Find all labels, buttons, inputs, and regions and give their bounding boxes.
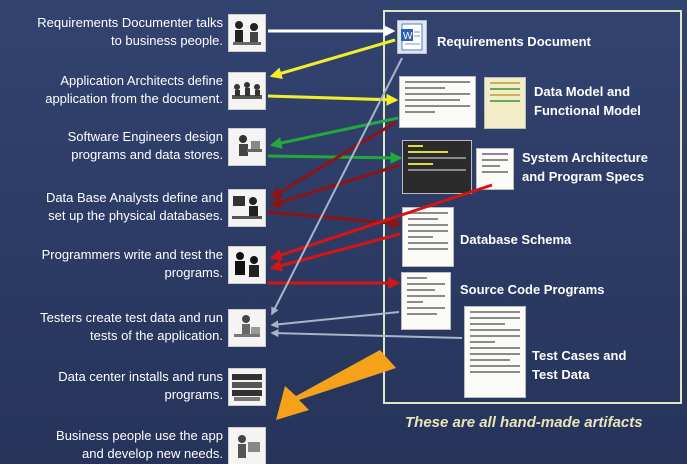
artifact-requirements-document: Requirements Document <box>437 34 591 49</box>
arrow-requirements-to-testers <box>271 57 403 316</box>
arrow-architecture-to-dba <box>269 163 401 208</box>
business-user-icon <box>228 427 266 464</box>
functional-model-document <box>484 77 526 129</box>
artifact-database-schema: Database Schema <box>460 232 572 247</box>
arrow-testcases-to-testers <box>270 329 463 339</box>
meeting-people-icon <box>228 14 266 52</box>
svg-text:W: W <box>403 31 413 42</box>
artifacts-panel <box>383 10 682 404</box>
arrow-schema-to-programmers <box>269 232 401 272</box>
test-cases-document <box>464 306 526 398</box>
arrow-architects-to-data-model <box>267 93 399 106</box>
word-document-icon: W <box>397 20 427 54</box>
engineer-desk-icon <box>228 128 266 166</box>
artifact-source-code: Source Code Programs <box>460 282 605 297</box>
programmers-icon <box>228 246 266 284</box>
footer-note: These are all hand-made artifacts <box>405 414 643 431</box>
arrow-data-model-to-dba <box>269 120 397 199</box>
arrow-orange-to-business <box>276 350 396 420</box>
source-code-document <box>401 272 451 330</box>
arrow-specs-to-programmers <box>269 183 493 261</box>
arrow-engineers-to-architecture <box>267 151 403 164</box>
dba-workstation-icon <box>228 189 266 227</box>
data-center-icon <box>228 368 266 406</box>
tester-icon <box>228 309 266 347</box>
artifact-test-cases: Test Cases and Test Data <box>532 348 627 382</box>
arrow-data-model-to-engineers <box>269 116 399 149</box>
database-schema-document <box>402 207 454 267</box>
data-model-document <box>399 76 476 128</box>
artifact-system-architecture: System Architecture and Program Specs <box>522 150 648 184</box>
arrow-requirements-to-architects <box>269 38 396 80</box>
architects-meeting-icon <box>228 72 266 110</box>
architecture-diagram-document <box>402 140 472 194</box>
program-specs-document <box>476 148 514 190</box>
arrow-source-to-testers <box>270 311 400 329</box>
artifact-data-model: Data Model and Functional Model <box>534 84 641 118</box>
